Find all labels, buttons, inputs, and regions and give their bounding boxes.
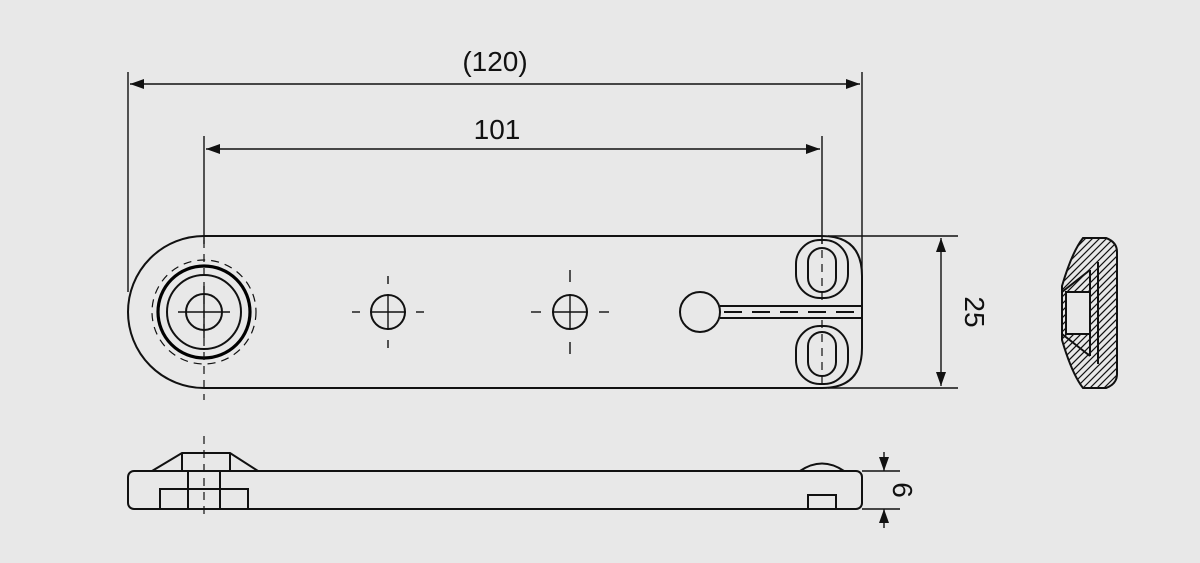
hatch-line	[1098, 238, 1117, 388]
hatch-line	[1169, 220, 1200, 400]
hatch-line	[868, 220, 1048, 400]
dimension-hole-spacing: 101	[203, 114, 823, 244]
oblong-hole-top	[795, 236, 849, 304]
hatch-line	[1148, 220, 1200, 400]
plate-outline	[127, 235, 863, 389]
screw-hole-1	[352, 276, 424, 348]
dimension-label-thickness: 6	[887, 482, 918, 498]
hatch-line	[1062, 238, 1117, 388]
hatch-line	[847, 220, 1027, 400]
plate-side-outline	[127, 470, 863, 510]
hatch-line	[1062, 238, 1117, 388]
hatch-line	[1062, 238, 1117, 388]
dimension-label-width: 25	[959, 296, 990, 327]
hatch-line	[1112, 238, 1117, 388]
countersunk-hole	[151, 240, 257, 400]
dimension-label-overall-length: (120)	[462, 46, 527, 77]
hatch-line	[1155, 220, 1200, 400]
hatch-line	[840, 220, 1020, 400]
side-view	[840, 220, 1200, 400]
hatch-line	[1084, 238, 1117, 388]
dimension-label-hole-spacing: 101	[474, 114, 521, 145]
screw-hole-2	[531, 270, 609, 354]
hatch-line	[1162, 220, 1200, 400]
hatch-line	[1062, 238, 1117, 388]
hatch-line	[861, 220, 1041, 400]
hatch-line	[1183, 220, 1200, 400]
slot-end-hole	[679, 291, 721, 333]
hatch-line	[1190, 220, 1200, 400]
hatch-line	[1120, 220, 1200, 400]
hatch-line	[1077, 238, 1117, 388]
hatch-line	[1105, 238, 1117, 388]
hatch-line	[1062, 238, 1117, 388]
hatch-line	[1062, 238, 1117, 388]
oblong-hole-bottom	[795, 320, 849, 388]
dimension-thickness: 6	[862, 452, 918, 528]
hatch-line	[1091, 238, 1117, 388]
bottom-view	[127, 436, 863, 514]
hatch-line	[1062, 238, 1117, 388]
hatch-line	[1062, 238, 1112, 388]
hatch-line	[1141, 220, 1200, 400]
top-view	[127, 235, 863, 400]
hatch-line	[854, 220, 1034, 400]
hatch-line	[1062, 238, 1117, 388]
dimension-width: 25	[828, 235, 990, 389]
hatch-line	[1062, 238, 1117, 388]
hatch-line	[1127, 220, 1200, 400]
dimension-overall-length: (120)	[127, 46, 863, 296]
hatched-section	[840, 220, 1200, 400]
hatch-line	[1134, 220, 1200, 400]
hatch-line	[1062, 238, 1084, 388]
hatch-line	[1070, 238, 1117, 388]
hatch-line	[1063, 238, 1117, 388]
hatch-line	[1062, 238, 1117, 388]
hatch-line	[1176, 220, 1200, 400]
